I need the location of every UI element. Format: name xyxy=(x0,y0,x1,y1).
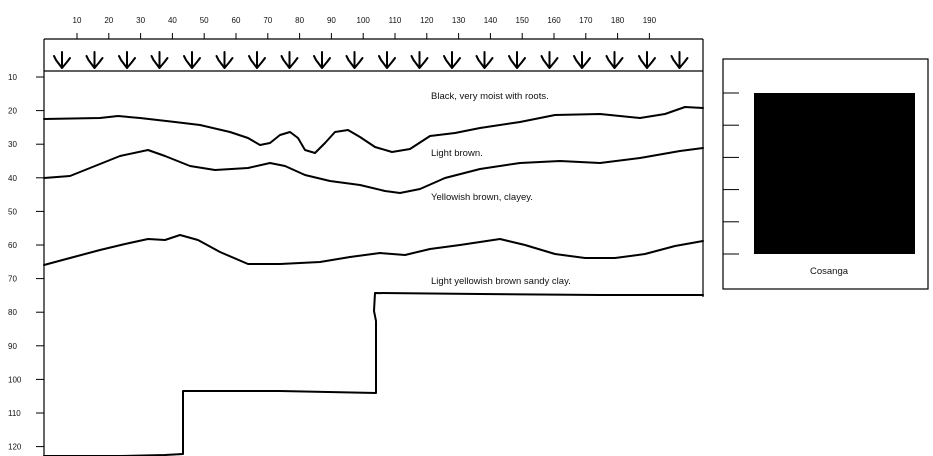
root-icon xyxy=(150,51,169,69)
root-icon xyxy=(605,51,624,69)
depth-tick-label: 110 xyxy=(8,409,21,418)
x-tick-label: 30 xyxy=(136,16,145,25)
x-tick-label: 20 xyxy=(104,16,113,25)
depth-axis-ticks: 10 20 30 40 50 60 70 80 90 100 110 120 xyxy=(8,73,44,452)
root-icon xyxy=(280,51,299,69)
profile-bottom-boundary xyxy=(43,292,704,456)
depth-tick-label: 80 xyxy=(8,308,17,317)
root-icon xyxy=(345,51,364,69)
horizon-boundary-1 xyxy=(43,106,704,154)
x-tick-label: 110 xyxy=(389,16,402,25)
root-icon xyxy=(248,51,266,69)
x-tick-label: 100 xyxy=(357,16,371,25)
legend-label: Cosanga xyxy=(810,266,849,277)
layer-label-4: Light yellowish brown sandy clay. xyxy=(431,276,571,287)
depth-tick-label: 50 xyxy=(8,207,17,216)
depth-tick-label: 60 xyxy=(8,241,17,250)
legend-swatch xyxy=(754,93,915,254)
x-tick-label: 130 xyxy=(452,16,466,25)
depth-tick-label: 30 xyxy=(8,140,17,149)
root-icon xyxy=(573,51,591,69)
depth-tick-label: 100 xyxy=(8,375,22,384)
root-icon xyxy=(508,51,526,69)
x-tick-label: 80 xyxy=(295,16,304,25)
x-tick-label: 160 xyxy=(547,16,561,25)
x-tick-label: 40 xyxy=(168,16,177,25)
depth-tick-label: 90 xyxy=(8,342,17,351)
root-icon xyxy=(85,51,104,69)
layer-label-1: Black, very moist with roots. xyxy=(431,91,549,102)
x-tick-label: 140 xyxy=(484,16,498,25)
root-icon xyxy=(215,51,234,69)
horizon-boundary-2 xyxy=(43,147,704,194)
root-icon xyxy=(540,51,559,69)
x-tick-label: 10 xyxy=(73,16,82,25)
root-icon xyxy=(475,51,494,69)
x-tick-label: 180 xyxy=(611,16,625,25)
root-icon xyxy=(670,51,689,69)
root-icon xyxy=(410,51,429,69)
x-tick-label: 150 xyxy=(516,16,530,25)
x-tick-label: 60 xyxy=(232,16,241,25)
root-icon xyxy=(183,51,201,69)
legend-box xyxy=(722,58,929,290)
root-icon xyxy=(118,51,136,69)
depth-tick-label: 10 xyxy=(8,73,17,82)
layer-label-2: Light brown. xyxy=(431,148,483,159)
depth-tick-label: 70 xyxy=(8,275,17,284)
x-tick-label: 170 xyxy=(579,16,593,25)
horizon-boundary-3 xyxy=(43,234,704,266)
legend-box-ticks xyxy=(723,92,739,255)
root-icon xyxy=(53,51,71,69)
x-tick-label: 120 xyxy=(420,16,434,25)
root-symbols xyxy=(53,51,689,69)
depth-tick-label: 20 xyxy=(8,107,17,116)
x-tick-label: 70 xyxy=(263,16,272,25)
x-axis-ticks: 10 20 30 40 50 60 70 80 90 100 110 120 130 140 150 160 1… xyxy=(73,16,657,39)
root-icon xyxy=(638,51,656,69)
layer-label-3: Yellowish brown, clayey. xyxy=(431,192,533,203)
x-tick-label: 90 xyxy=(327,16,336,25)
x-tick-label: 190 xyxy=(643,16,657,25)
x-tick-label: 50 xyxy=(200,16,209,25)
root-icon xyxy=(313,51,331,69)
root-icon xyxy=(443,51,461,69)
depth-tick-label: 120 xyxy=(8,443,22,452)
depth-tick-label: 40 xyxy=(8,174,17,183)
root-icon xyxy=(378,51,396,69)
